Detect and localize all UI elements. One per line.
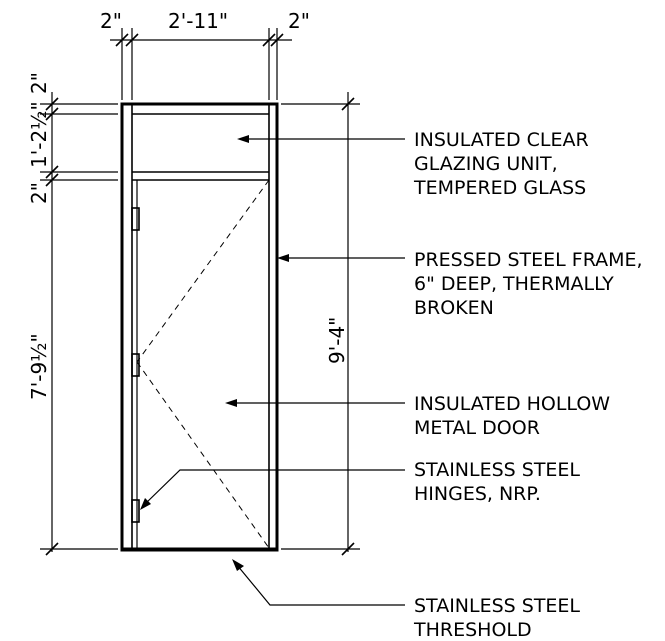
door-swing-lines: [136, 179, 270, 549]
note-glazing-line-2: GLAZING UNIT,: [414, 153, 558, 175]
leader-hinges: [143, 469, 405, 506]
dim-left-mid: 2": [27, 182, 51, 204]
note-door-line-1: INSULATED HOLLOW: [414, 393, 610, 415]
top-tick-2: [125, 33, 139, 47]
hinge-top: [131, 207, 140, 231]
note-frame-line-2: 6" DEEP, THERMALLY: [414, 273, 614, 295]
left-tick-3: [45, 165, 59, 179]
note-door-line-2: METAL DOOR: [414, 417, 540, 439]
hinges: [131, 207, 140, 523]
arrow-threshold: [232, 559, 244, 571]
right-dimension-line: 9'-4": [281, 92, 360, 556]
left-tick-2: [45, 107, 59, 121]
note-frame-line-1: PRESSED STEEL FRAME,: [414, 249, 643, 271]
dim-top-left: 2": [100, 9, 122, 33]
dim-left-door: 7'-9½": [27, 333, 51, 400]
hinge-middle: [131, 353, 140, 377]
note-glazing-line-3: TEMPERED GLASS: [413, 177, 586, 199]
swing-line-upper: [136, 179, 270, 363]
note-hinges-line-1: STAINLESS STEEL: [414, 459, 580, 481]
dim-top-right: 2": [288, 9, 310, 33]
top-tick-4: [270, 33, 284, 47]
top-dimension-line: 2" 2'-11" 2": [100, 9, 310, 100]
dim-left-top: 2": [27, 72, 51, 94]
note-frame: PRESSED STEEL FRAME, 6" DEEP, THERMALLY …: [414, 249, 643, 319]
dim-right-overall: 9'-4": [325, 317, 349, 364]
note-glazing-line-1: INSULATED CLEAR: [414, 129, 589, 151]
note-hinges: STAINLESS STEEL HINGES, NRP.: [414, 459, 580, 505]
note-glazing: INSULATED CLEAR GLAZING UNIT, TEMPERED G…: [413, 129, 589, 199]
left-dimension-line: 2" 1'-2½" 2" 7'-9½": [27, 72, 118, 556]
note-threshold-line-1: STAINLESS STEEL: [414, 595, 580, 617]
left-tick-4: [45, 173, 59, 187]
note-threshold-line-2: THRESHOLD: [413, 619, 532, 641]
left-tick-5: [45, 542, 59, 556]
arrow-door: [225, 399, 237, 407]
dim-left-transom: 1'-2½": [27, 101, 51, 168]
note-door: INSULATED HOLLOW METAL DOOR: [414, 393, 610, 439]
note-hinges-line-2: HINGES, NRP.: [414, 483, 541, 505]
right-tick-bottom: [341, 542, 355, 556]
hinge-bottom: [131, 499, 140, 523]
dim-top-center: 2'-11": [168, 9, 228, 33]
arrow-hinges: [140, 498, 151, 510]
right-tick-top: [341, 97, 355, 111]
top-tick-1: [115, 33, 129, 47]
arrow-frame: [277, 254, 289, 262]
leader-threshold: [236, 564, 405, 606]
left-tick-1: [45, 97, 59, 111]
note-frame-line-3: BROKEN: [414, 297, 494, 319]
frame-outer-outline: [120, 102, 279, 552]
arrow-glazing: [237, 135, 249, 143]
top-tick-3: [262, 33, 276, 47]
swing-line-lower: [136, 361, 270, 549]
note-threshold: STAINLESS STEEL THRESHOLD: [413, 595, 580, 641]
door-frame: [120, 102, 279, 552]
leader-lines: [140, 135, 405, 606]
